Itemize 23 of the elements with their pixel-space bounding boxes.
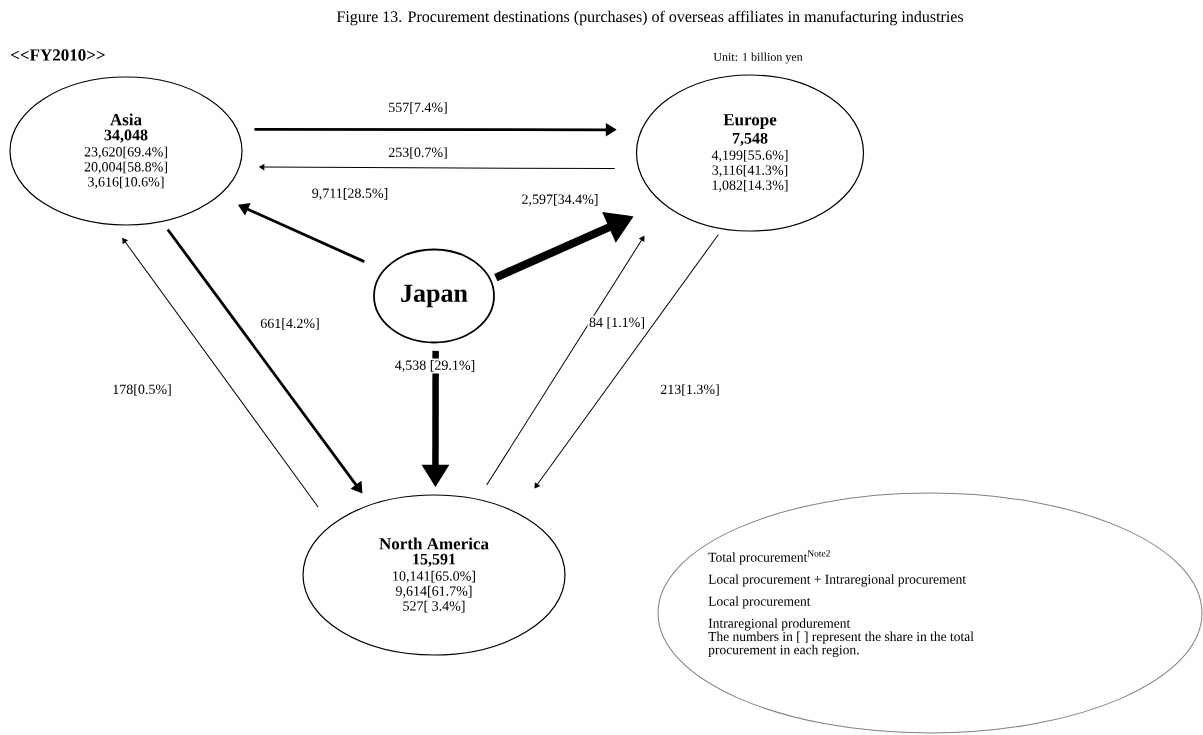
unit-note: Unit: 1 billion yen: [713, 52, 803, 64]
year-label: <<FY2010>>: [11, 49, 105, 61]
legend-ellipse: [657, 492, 1203, 734]
title: Figure 13. Procurement destinations (purchases) of overseas affiliates in manufacturing industries: [336, 10, 963, 26]
legend-text: Total procurement$^{Note2}$ Local procurement + Intraregional procurement Local procurement Intraregional produrement The numbers in [ ] represent the share in the total procurement in each region.: [708, 550, 974, 658]
node-label: Local procurement + Intraregional procurement: [708, 574, 966, 587]
arrow: [534, 234, 719, 489]
edge-label: 9,711[28.5%]: [310, 186, 390, 202]
node-label: Intraregional produrement: [708, 618, 851, 631]
edge-label: 178[0.5%]: [110, 382, 174, 398]
edge-label: 661[4.2%]: [258, 316, 322, 332]
node-label: Total procurement$^{Note2}$: [708, 550, 830, 565]
edge-label: 84 [1.1%]: [587, 315, 647, 331]
edge-label: 213[1.3%]: [658, 382, 722, 398]
arrow: [259, 164, 616, 170]
edge-label: 4,538 [29.1%]: [393, 358, 477, 374]
edge-label: 557[7.4%]: [386, 100, 450, 116]
edge-label: 2,597[34.4%]: [520, 192, 600, 208]
node-label: The numbers in [ ] represent the share in the total procurement in each region.: [708, 631, 974, 658]
edge-label: 253[0.7%]: [386, 145, 450, 161]
arrow: [486, 235, 645, 486]
node-label: Local procurement: [708, 596, 811, 609]
arrow: [122, 238, 319, 508]
